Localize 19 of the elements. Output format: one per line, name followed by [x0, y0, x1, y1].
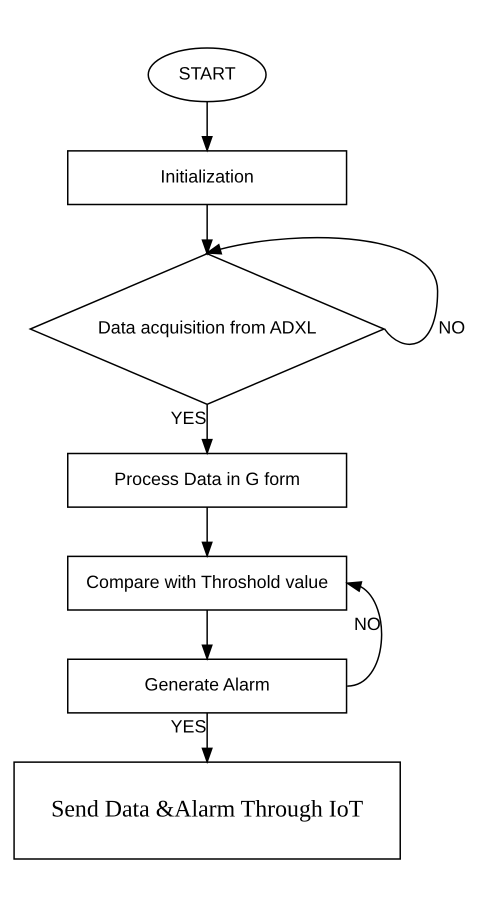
node-ellipse: START	[148, 47, 267, 102]
node-box: Process Data in G form	[67, 452, 348, 508]
arrow	[201, 713, 213, 764]
node-box: Initialization	[67, 150, 348, 206]
arrow	[201, 102, 213, 152]
arrow	[201, 508, 213, 558]
edge-label: NO	[438, 318, 466, 338]
arrow	[201, 610, 213, 661]
node-box: Generate Alarm	[67, 658, 348, 714]
node-box: Compare with Throshold value	[67, 556, 348, 611]
edge-label: NO	[354, 614, 381, 634]
edge-label: YES	[170, 716, 206, 737]
arrow	[201, 205, 213, 256]
edge-label: YES	[170, 408, 206, 428]
arrow	[201, 404, 213, 456]
arrow	[204, 236, 438, 345]
node-box: Send Data &Alarm Through IoT	[13, 761, 401, 860]
arrow	[345, 581, 382, 687]
node-diamond: Data acquisition from ADXL	[28, 252, 386, 406]
